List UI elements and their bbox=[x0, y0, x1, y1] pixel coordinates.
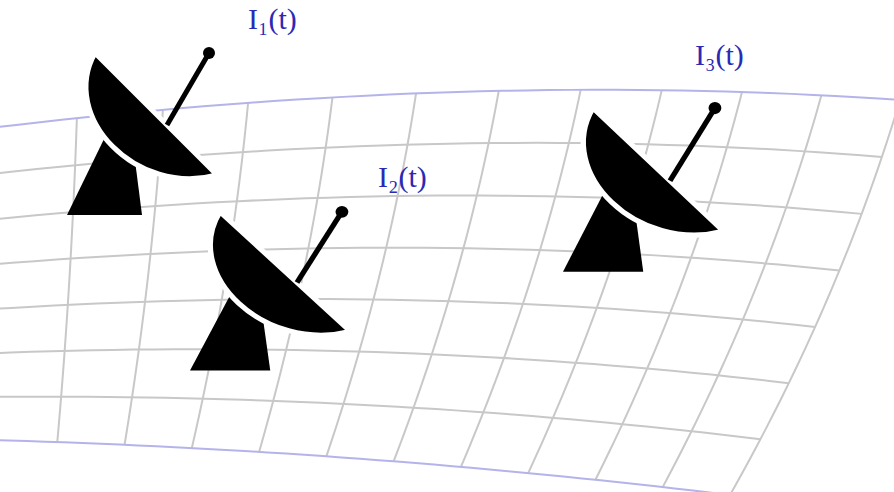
signal-label: I₂(t) bbox=[378, 160, 427, 193]
radio-dish bbox=[563, 102, 724, 272]
grid-boundary bbox=[0, 440, 730, 492]
radio-dish bbox=[190, 206, 351, 371]
grid-line bbox=[0, 248, 839, 271]
grid-line bbox=[0, 299, 815, 327]
radio-dish bbox=[67, 47, 217, 215]
grid-line bbox=[461, 90, 581, 467]
signal-label: I₁(t) bbox=[248, 2, 297, 35]
grid-line bbox=[394, 91, 499, 461]
grid-line bbox=[730, 100, 894, 492]
grid-line bbox=[0, 349, 789, 383]
signal-label: I₃(t) bbox=[695, 38, 744, 71]
grid-line bbox=[0, 397, 760, 440]
